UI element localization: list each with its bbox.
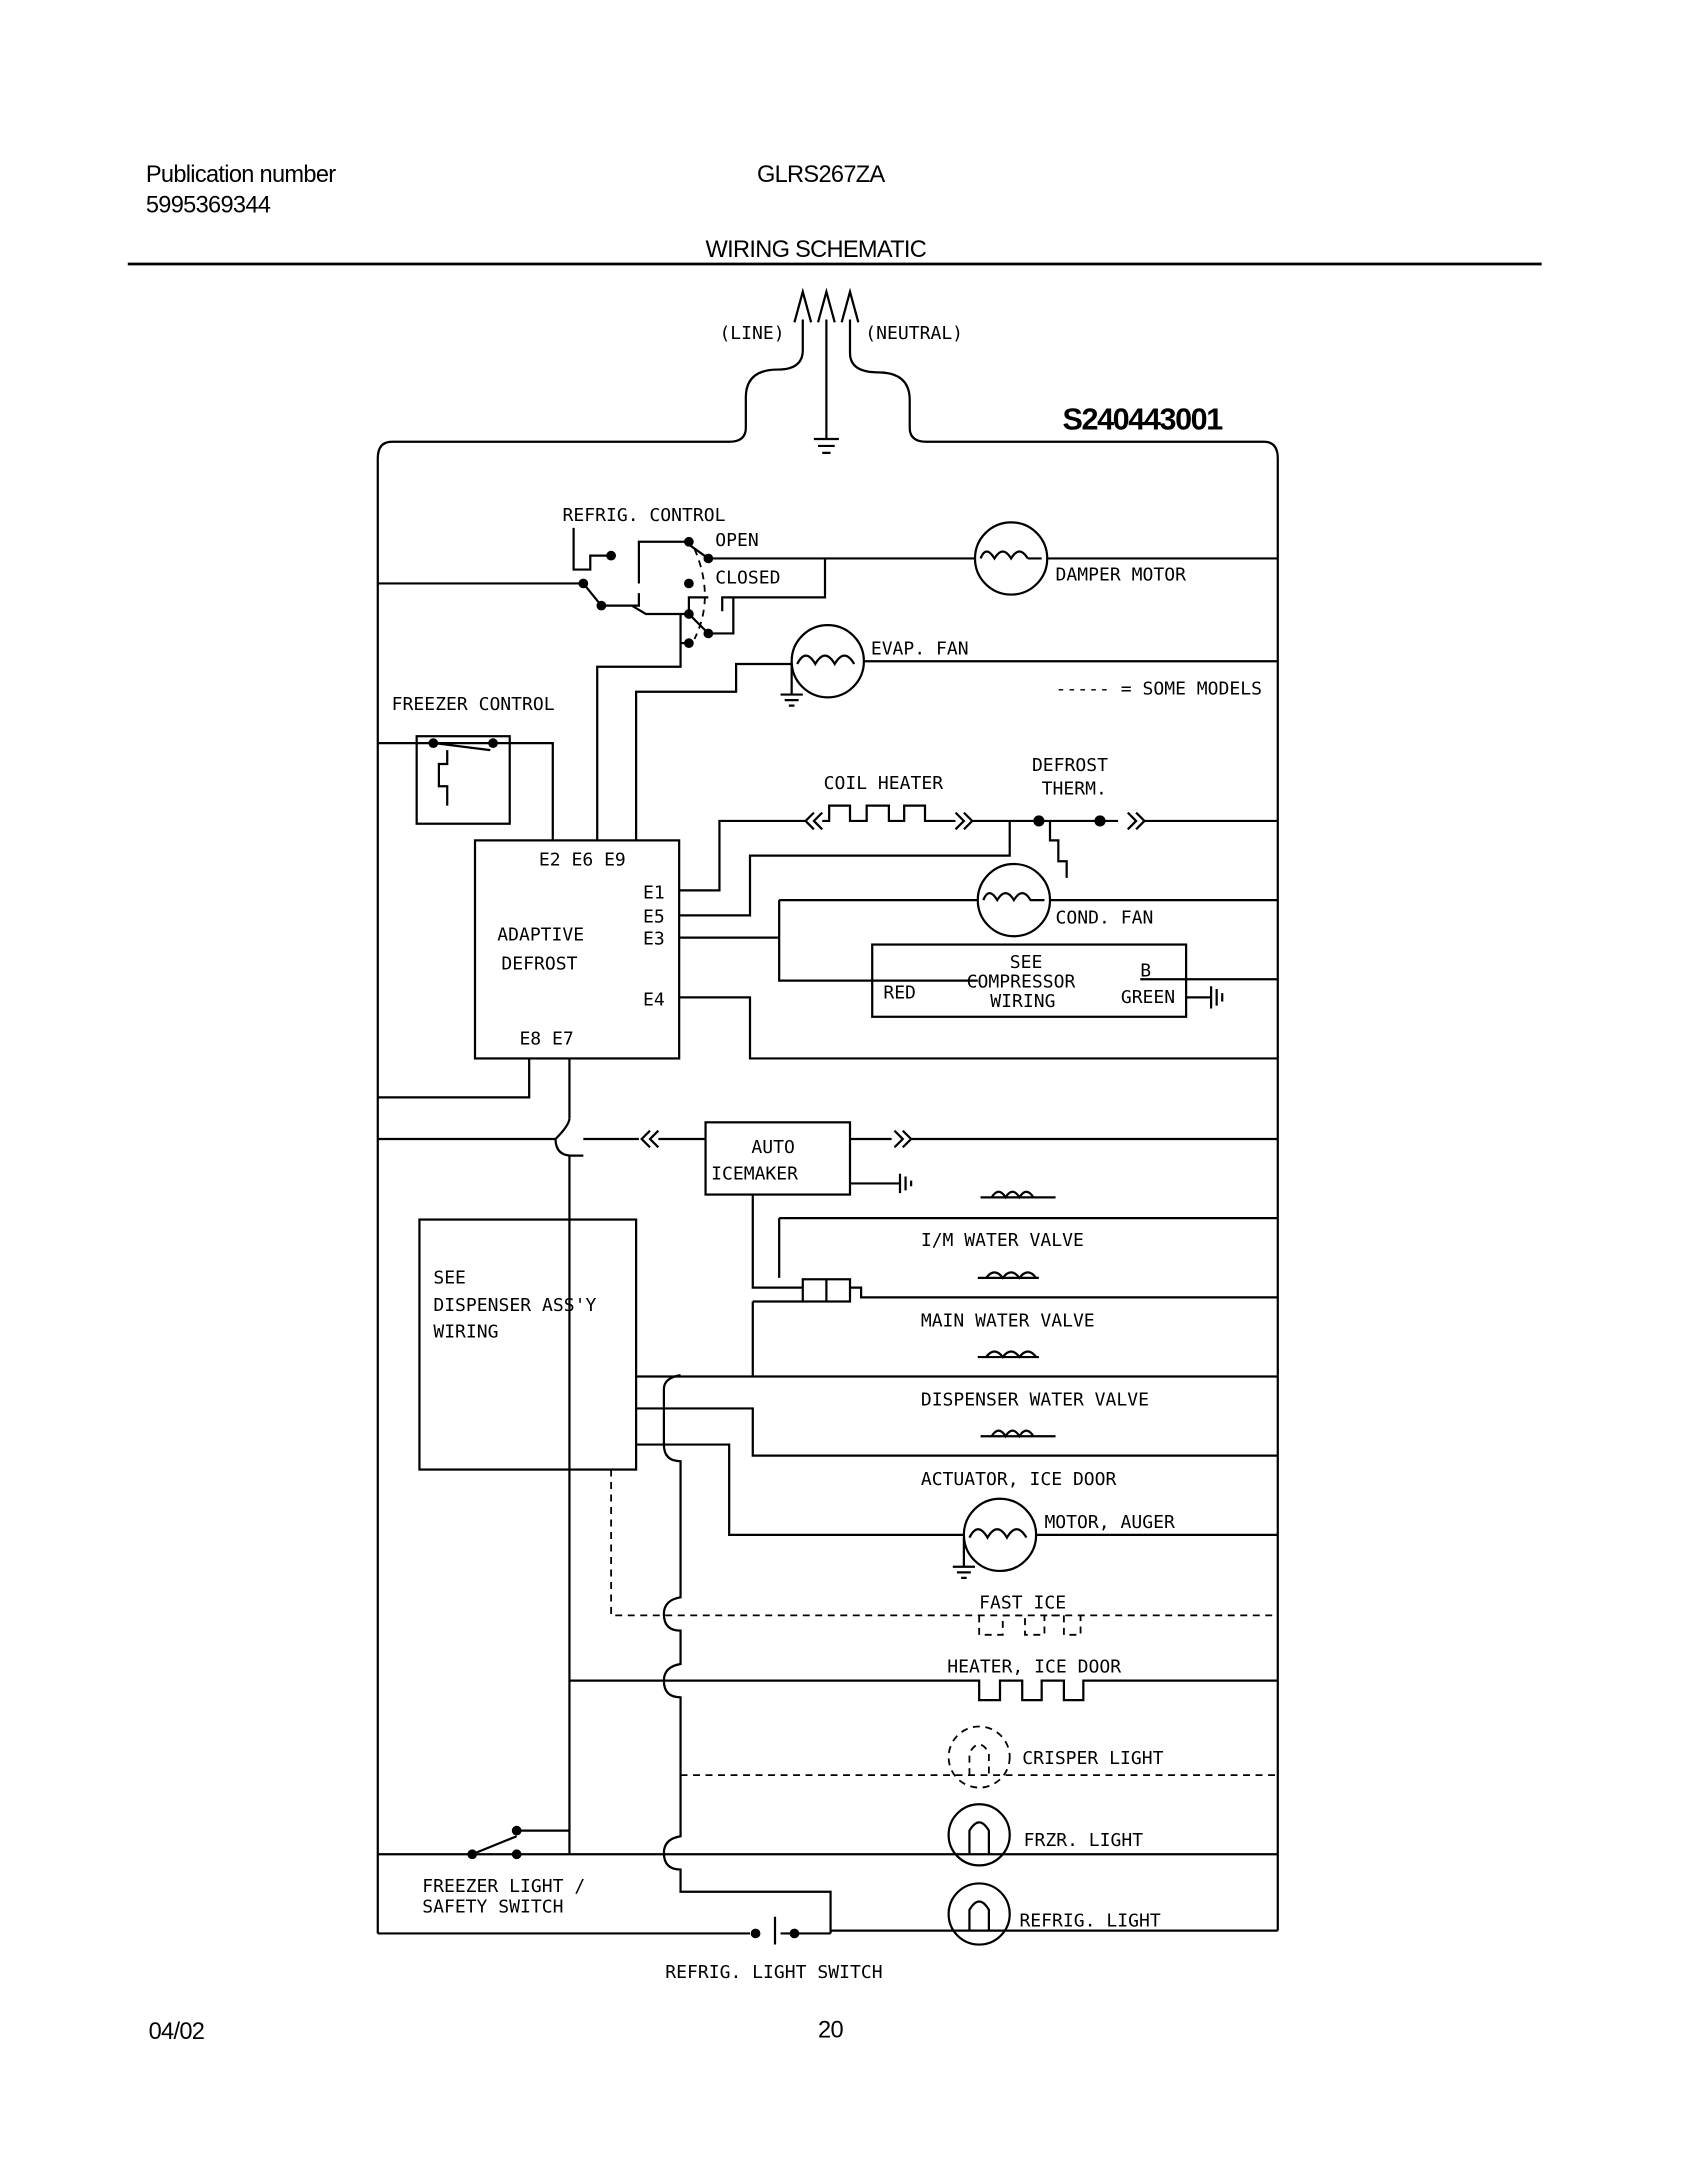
dispenser-label-2: DISPENSER ASS'Y xyxy=(433,1295,596,1316)
heater-ice-door-label: HEATER, ICE DOOR xyxy=(947,1656,1121,1677)
terminals-top: E2 E6 E9 xyxy=(539,849,626,870)
dispenser-label-3: WIRING xyxy=(433,1322,498,1343)
green-wire-label: GREEN xyxy=(1121,987,1175,1008)
coil-heater-label: COIL HEATER xyxy=(824,773,944,794)
icemaker-wires xyxy=(377,1118,1278,1855)
fast-ice-label: FAST ICE xyxy=(979,1592,1066,1613)
water-valves xyxy=(636,1190,1278,1536)
refrig-control-label: REFRIG. CONTROL xyxy=(563,505,726,526)
terminal-e5: E5 xyxy=(643,906,665,927)
diagram-id: S240443001 xyxy=(1063,402,1224,436)
adaptive-defrost-board xyxy=(473,839,681,1060)
red-wire-label: RED xyxy=(883,983,916,1004)
compressor-wires xyxy=(377,978,1278,1119)
frzr-light-label: FRZR. LIGHT xyxy=(1024,1830,1144,1851)
crisper-light-label: CRISPER LIGHT xyxy=(1022,1748,1163,1769)
publication-label: Publication number xyxy=(146,162,336,188)
frzr-light-icon xyxy=(377,1803,1278,1867)
publication-number: 5995369344 xyxy=(146,193,271,219)
actuator-ice-door-label: ACTUATOR, ICE DOOR xyxy=(921,1469,1117,1490)
neutral-label: (NEUTRAL) xyxy=(865,323,963,344)
damper-motor-icon xyxy=(973,521,1278,596)
dispenser-label-1: SEE xyxy=(433,1267,466,1288)
compressor-label-3: WIRING xyxy=(990,991,1055,1012)
auto-icemaker-box xyxy=(704,1121,852,1196)
compressor-wiring-box xyxy=(871,943,1188,1018)
terminal-e1: E1 xyxy=(643,883,665,904)
terminals-bottom: E8 E7 xyxy=(519,1029,573,1050)
defrost-therm-label-1: DEFROST xyxy=(1032,755,1108,776)
evap-fan-label: EVAP. FAN xyxy=(871,638,969,659)
adaptive-defrost-label-1: ADAPTIVE xyxy=(497,924,584,945)
freezer-control-label: FREEZER CONTROL xyxy=(392,694,555,715)
freezer-light-switch-icon xyxy=(467,1825,570,1860)
b-wire-label: B xyxy=(1140,961,1151,982)
auto-icemaker-label-1: AUTO xyxy=(751,1137,794,1158)
page-number: 20 xyxy=(818,2018,843,2044)
footer-date: 04/02 xyxy=(149,2019,205,2045)
compressor-label-2: COMPRESSOR xyxy=(967,972,1076,993)
power-input xyxy=(376,287,1279,1934)
page-title: WIRING SCHEMATIC xyxy=(706,237,927,263)
cond-fan-label: COND. FAN xyxy=(1056,908,1154,929)
defrost-therm-label-2: THERM. xyxy=(1042,779,1107,800)
open-label: OPEN xyxy=(715,530,758,551)
terminal-e3: E3 xyxy=(643,929,665,950)
terminal-e4: E4 xyxy=(643,990,665,1011)
main-water-valve-label: MAIN WATER VALVE xyxy=(921,1311,1095,1332)
motor-auger-icon xyxy=(952,1497,1278,1579)
model-number: GLRS267ZA xyxy=(757,162,886,188)
some-models-legend: ----- = SOME MODELS xyxy=(1056,679,1262,700)
fast-ice-heater-icon xyxy=(978,1614,1082,1636)
im-water-valve-label: I/M WATER VALVE xyxy=(921,1230,1084,1251)
freezer-control-icon xyxy=(377,735,554,841)
common-bus xyxy=(662,1374,832,1934)
line-label: (LINE) xyxy=(719,323,784,344)
closed-label: CLOSED xyxy=(715,567,780,588)
freezer-light-switch-label-2: SAFETY SWITCH xyxy=(422,1897,563,1918)
motor-auger-label: MOTOR, AUGER xyxy=(1044,1512,1175,1533)
compressor-label-1: SEE xyxy=(1010,952,1043,973)
refrig-light-icon xyxy=(830,1882,1278,1946)
refrig-control-switch xyxy=(377,527,975,841)
fast-ice-wire xyxy=(610,1469,1278,1617)
auto-icemaker-label-2: ICEMAKER xyxy=(711,1163,798,1184)
dispenser-wiring-box xyxy=(418,1218,638,1471)
evap-fan-icon xyxy=(635,624,1278,841)
damper-motor-label: DAMPER MOTOR xyxy=(1056,565,1187,586)
cond-fan-icon xyxy=(679,862,1278,982)
adaptive-defrost-label-2: DEFROST xyxy=(501,954,577,975)
coil-heater-icon xyxy=(679,804,1278,917)
crisper-light-icon xyxy=(680,1725,1278,1789)
refrig-light-label: REFRIG. LIGHT xyxy=(1019,1911,1160,1932)
dispenser-water-valve-label: DISPENSER WATER VALVE xyxy=(921,1390,1149,1411)
heater-ice-door-icon xyxy=(569,1679,1278,1702)
refrig-light-switch-icon xyxy=(377,1916,831,1945)
freezer-light-switch-label-1: FREEZER LIGHT / xyxy=(422,1876,585,1897)
refrig-light-switch-label: REFRIG. LIGHT SWITCH xyxy=(665,1962,882,1983)
